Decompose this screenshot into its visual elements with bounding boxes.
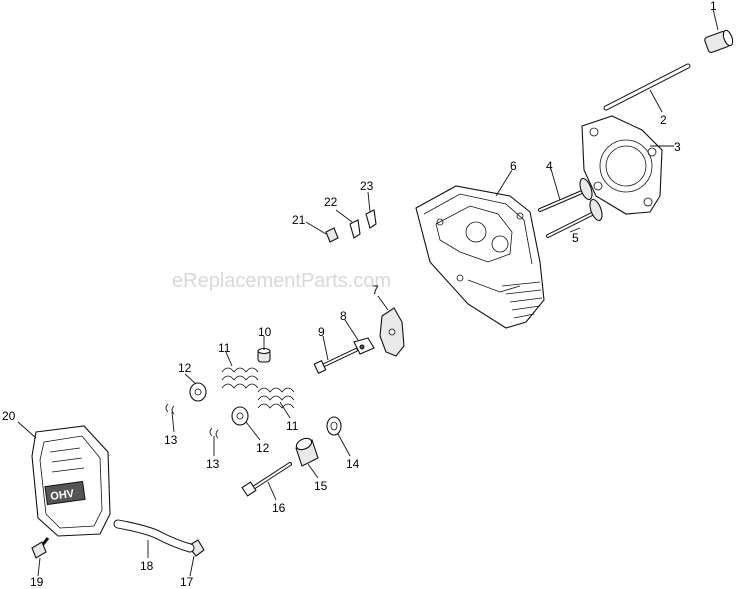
callout-13-upper[interactable]: 13 bbox=[164, 433, 178, 447]
callout-4[interactable]: 4 bbox=[546, 159, 553, 173]
callout-2[interactable]: 2 bbox=[660, 113, 667, 127]
callout-15[interactable]: 15 bbox=[314, 479, 328, 493]
part-18-breather-hose[interactable] bbox=[113, 519, 195, 553]
leader-lines bbox=[17, 8, 719, 577]
part-13-valve-keepers-a[interactable] bbox=[165, 403, 175, 415]
part-15-spacer[interactable] bbox=[295, 436, 319, 467]
part-7-rocker-arm[interactable] bbox=[379, 307, 405, 357]
callout-20[interactable]: 20 bbox=[2, 409, 16, 423]
part-13-valve-keepers-b[interactable] bbox=[209, 427, 219, 439]
callout-18[interactable]: 18 bbox=[140, 559, 154, 573]
part-5-exhaust-valve[interactable] bbox=[546, 198, 604, 238]
callout-6[interactable]: 6 bbox=[510, 159, 517, 173]
callout-19[interactable]: 19 bbox=[30, 575, 44, 589]
watermark: eReplacementParts.com bbox=[172, 270, 391, 292]
part-19-cover-bolt[interactable] bbox=[31, 537, 50, 559]
part-9-rocker-stud[interactable] bbox=[313, 348, 358, 374]
callout-10[interactable]: 10 bbox=[258, 325, 272, 339]
callout-23[interactable]: 23 bbox=[360, 179, 374, 193]
part-6-cylinder-head[interactable] bbox=[415, 185, 545, 329]
callout-8[interactable]: 8 bbox=[340, 309, 347, 323]
part-20-valve-cover[interactable]: OHV bbox=[31, 425, 111, 537]
part-3-head-gasket[interactable] bbox=[581, 115, 663, 215]
part-22-clip[interactable] bbox=[349, 219, 361, 239]
part-1-sleeve[interactable] bbox=[704, 29, 735, 53]
callout-12-lower[interactable]: 12 bbox=[256, 441, 270, 455]
callout-5[interactable]: 5 bbox=[572, 231, 579, 245]
part-10-valve-cap[interactable] bbox=[257, 347, 271, 363]
callout-9[interactable]: 9 bbox=[318, 325, 325, 339]
part-2-push-rod[interactable] bbox=[603, 63, 691, 111]
part-16-head-bolt[interactable] bbox=[241, 462, 292, 497]
part-14-washer[interactable] bbox=[326, 416, 342, 436]
callout-labels: 1 2 3 4 5 6 7 8 9 10 11 11 12 12 13 13 1… bbox=[2, 0, 717, 589]
callout-16[interactable]: 16 bbox=[272, 501, 286, 515]
part-4-intake-valve[interactable] bbox=[538, 177, 594, 212]
part-12-spring-retainer-b[interactable] bbox=[231, 406, 249, 426]
part-12-spring-retainer-a[interactable] bbox=[189, 382, 207, 402]
callout-13-lower[interactable]: 13 bbox=[206, 457, 220, 471]
ohv-stamp: OHV bbox=[50, 488, 76, 503]
part-11-valve-spring-a[interactable] bbox=[220, 364, 260, 392]
callout-21[interactable]: 21 bbox=[292, 213, 306, 227]
callout-11-lower[interactable]: 11 bbox=[286, 419, 299, 433]
part-23-clip[interactable] bbox=[365, 209, 377, 229]
callout-17[interactable]: 17 bbox=[180, 575, 194, 589]
callout-1[interactable]: 1 bbox=[710, 0, 717, 13]
callout-3[interactable]: 3 bbox=[674, 140, 681, 154]
callout-12-upper[interactable]: 12 bbox=[178, 361, 192, 375]
part-21-screw[interactable] bbox=[325, 227, 339, 243]
callout-11-upper[interactable]: 11 bbox=[218, 341, 231, 355]
callout-22[interactable]: 22 bbox=[324, 195, 338, 209]
part-11-valve-spring-b[interactable] bbox=[257, 387, 295, 409]
callout-7[interactable]: 7 bbox=[372, 283, 379, 297]
callout-14[interactable]: 14 bbox=[346, 457, 360, 471]
